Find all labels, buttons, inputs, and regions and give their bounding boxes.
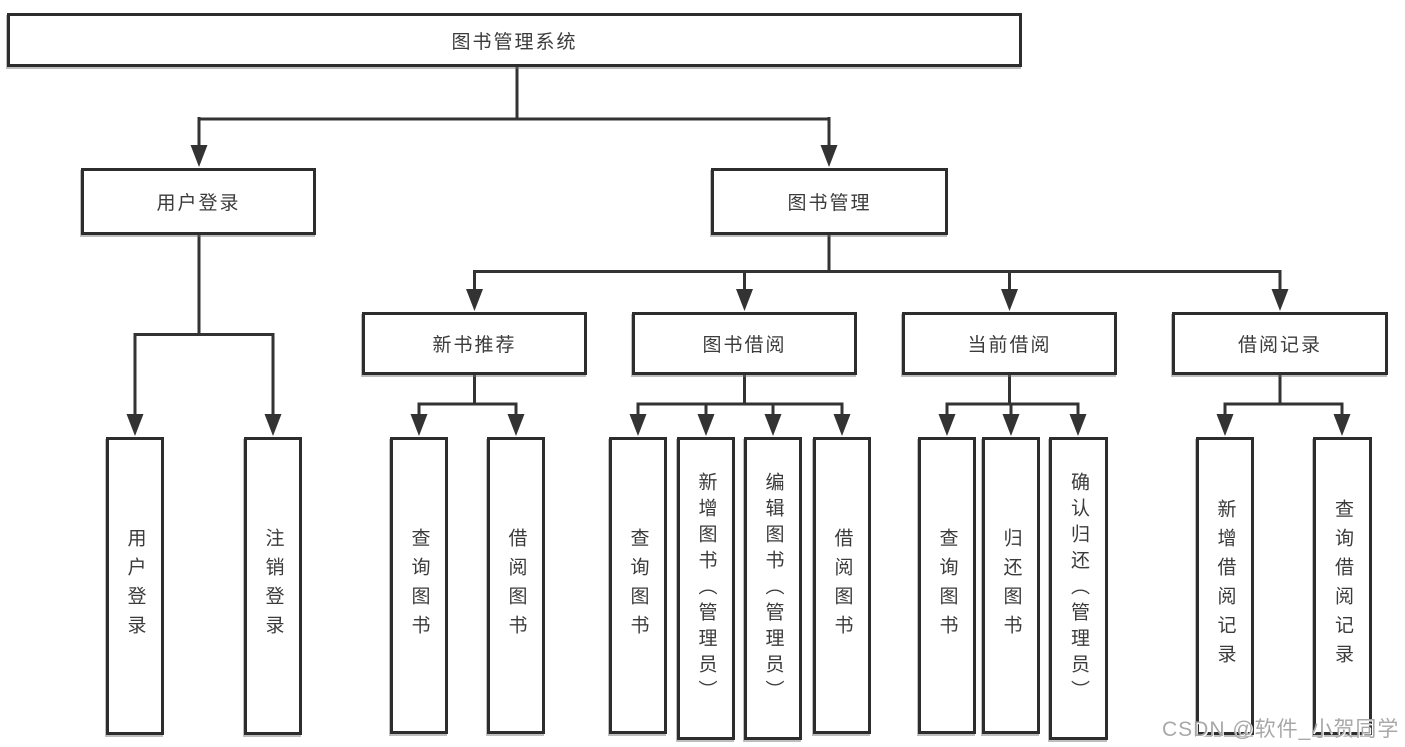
leaf-query-borrow-record-label: 查询借阅记录 [1332,499,1353,673]
leaf-query-books-current: 查询图书 [918,437,976,734]
leaf-user-login-label: 用户登录 [124,528,146,644]
node-new-book-recommendation-label: 新书推荐 [432,335,517,356]
leaf-borrow-books-recommend: 借阅图书 [487,437,545,734]
node-user-login-label: 用户登录 [156,193,241,214]
node-borrowing-records: 借阅记录 [1172,312,1388,375]
leaf-borrow-books-recommend-label: 借阅图书 [505,527,527,644]
leaf-query-books-recommend: 查询图书 [390,437,448,734]
node-root-label: 图书管理系统 [451,31,578,53]
leaf-query-books-borrowing: 查询图书 [609,437,667,734]
node-root: 图书管理系统 [7,13,1022,67]
leaf-query-books-borrowing-label: 查询图书 [627,527,649,644]
leaf-add-books-admin-label: 新增图书（管理员） [695,471,717,706]
node-book-borrowing-label: 图书借阅 [702,335,787,356]
node-book-borrowing: 图书借阅 [632,312,857,375]
node-current-borrowing-label: 当前借阅 [967,335,1052,356]
leaf-edit-books-admin: 编辑图书（管理员） [744,437,802,740]
leaf-edit-books-admin-label: 编辑图书（管理员） [762,471,784,706]
node-new-book-recommendation: 新书推荐 [362,312,587,375]
leaf-query-borrow-record: 查询借阅记录 [1313,437,1372,735]
csdn-watermark: CSDN @软件_小贺同学 [1162,718,1400,741]
leaf-user-login: 用户登录 [106,437,164,735]
leaf-logout: 注销登录 [244,437,302,735]
leaf-confirm-return-admin-label: 确认归还（管理员） [1068,471,1089,706]
leaf-add-books-admin: 新增图书（管理员） [677,437,735,740]
node-book-management-label: 图书管理 [787,193,872,214]
leaf-query-books-current-label: 查询图书 [936,527,958,644]
leaf-confirm-return-admin: 确认归还（管理员） [1049,437,1108,740]
leaf-add-borrow-record-label: 新增借阅记录 [1214,499,1236,673]
node-book-management: 图书管理 [711,168,948,235]
node-current-borrowing: 当前借阅 [902,312,1117,375]
leaf-logout-label: 注销登录 [262,528,284,644]
leaf-borrow-books-borrowing: 借阅图书 [813,437,871,734]
leaf-borrow-books-borrowing-label: 借阅图书 [831,527,853,644]
node-user-login: 用户登录 [81,168,316,235]
node-borrowing-records-label: 借阅记录 [1237,335,1322,356]
leaf-query-books-recommend-label: 查询图书 [408,527,430,644]
leaf-return-books-label: 归还图书 [1000,527,1022,644]
leaf-return-books: 归还图书 [982,437,1040,734]
leaf-add-borrow-record: 新增借阅记录 [1196,437,1254,735]
